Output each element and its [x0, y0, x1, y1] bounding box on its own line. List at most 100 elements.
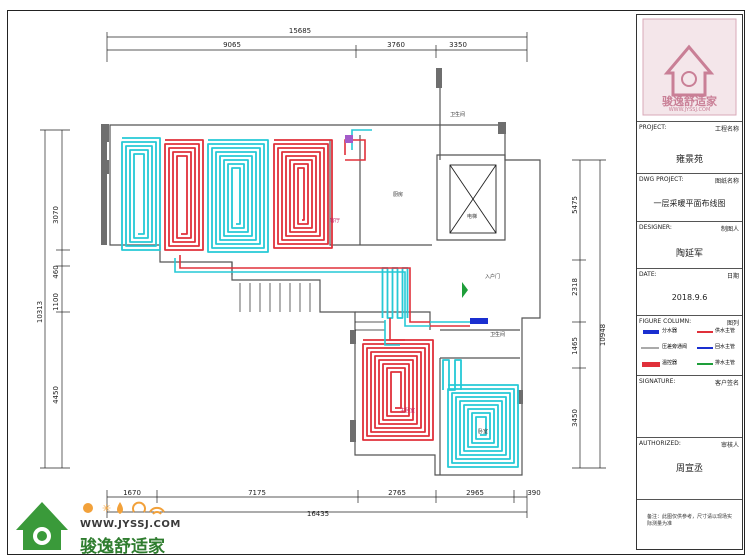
watermark: ✳ WWW.JYSSJ.COM 骏逸舒适家 — [8, 494, 193, 557]
figure-row: FIGURE COLUMN: 图列 分水器 供水主管 压差旁通阀 回水主管 温控… — [637, 315, 742, 375]
figure-label-cn: 图列 — [726, 320, 739, 327]
dim-top-3: 3350 — [449, 41, 467, 49]
dwg-label: DWG PROJECT: — [639, 176, 684, 183]
dim-bottom-4: 2965 — [466, 489, 484, 497]
authorized-value: 周宣丞 — [675, 464, 703, 474]
room-label-bath-top: 卫生间 — [450, 111, 465, 118]
room-label-bedroom: 卧室 — [478, 428, 488, 435]
elevator — [449, 164, 497, 234]
dim-bottom-5: 390 — [527, 489, 540, 497]
legend-return: 回水主管 — [715, 344, 736, 350]
authorized-row: AUTHORIZED: 审核人 — [637, 437, 742, 467]
watermark-name: 骏逸舒适家 — [80, 537, 165, 557]
legend-bypass: 压差旁通阀 — [662, 344, 688, 350]
legend-supply: 供水主管 — [715, 328, 736, 334]
room-labels: 卫生间 厨房 电梯 客厅 主卧室 卧室 入户门 卫生间 — [330, 111, 505, 435]
notes-row: 备注：此图仅供参考，尺寸请以现场实际测量为准 — [637, 499, 742, 549]
supply-lines — [174, 129, 470, 346]
designer-row: DESIGNER: 制图人 — [637, 221, 742, 251]
dimension-labels: 15685 9065 3760 3350 1670 7175 2765 2965… — [36, 27, 607, 518]
project-label: PROJECT: — [639, 124, 667, 131]
dim-right-4: 3450 — [571, 409, 579, 427]
dim-bottom-3: 2765 — [388, 489, 406, 497]
heating-loops — [121, 137, 519, 468]
dim-right-total: 10948 — [599, 324, 607, 346]
svg-text:✳: ✳ — [102, 502, 111, 515]
date-row: DATE: 日期 — [637, 268, 742, 298]
legend-manifold: 分水器 — [662, 328, 678, 334]
project-row: PROJECT: 工程名称 — [637, 121, 742, 151]
dim-left-2: 460 — [52, 265, 60, 278]
date-label-cn: 日期 — [726, 273, 739, 280]
dim-left-1: 3070 — [52, 206, 60, 224]
walls — [101, 80, 541, 476]
legend-thermostat: 温控器 — [662, 360, 678, 366]
logo-text: 骏逸舒适家 — [662, 95, 717, 108]
designer-label: DESIGNER: — [639, 224, 672, 231]
authorized-label: AUTHORIZED: — [639, 440, 681, 447]
thermostat-marker — [345, 135, 353, 143]
dim-bottom-total: 16435 — [307, 510, 329, 518]
designer-label-cn: 制图人 — [720, 226, 739, 233]
company-logo — [642, 18, 737, 116]
wall-blocks — [101, 68, 523, 442]
dim-bottom-1: 1670 — [123, 489, 141, 497]
dwg-label-cn: 图纸名称 — [714, 178, 739, 185]
date-label: DATE: — [639, 271, 657, 278]
loop-corridor — [381, 267, 409, 319]
room-label-kitchen: 厨房 — [393, 191, 403, 198]
loop-bath — [442, 359, 462, 391]
dim-top-2: 3760 — [387, 41, 405, 49]
project-label-cn: 工程名称 — [714, 126, 739, 133]
dim-left-total: 10313 — [36, 301, 44, 323]
designer-value: 陶延军 — [675, 249, 703, 259]
room-label-bath: 卫生间 — [490, 331, 505, 338]
watermark-url: WWW.JYSSJ.COM — [80, 519, 181, 530]
room-label-living: 客厅 — [330, 217, 340, 224]
dim-bottom-2: 7175 — [248, 489, 266, 497]
room-label-elevator: 电梯 — [467, 213, 477, 220]
legend-graphics — [641, 330, 713, 367]
dim-right-2: 2318 — [571, 278, 579, 296]
watermark-house-icon — [16, 502, 68, 550]
top-dimension-lines — [40, 32, 606, 518]
logo-url: WWW.JYSSJ.COM — [668, 107, 711, 113]
room-label-master: 主卧室 — [400, 407, 415, 414]
signature-label-cn: 客户签名 — [714, 380, 739, 387]
logo-panel: 骏逸舒适家 WWW.JYSSJ.COM — [637, 15, 742, 118]
signature-label: SIGNATURE: — [639, 378, 676, 385]
date-value: 2018.9.6 — [671, 293, 708, 302]
loop-dining — [273, 139, 333, 249]
figure-label: FIGURE COLUMN: — [639, 318, 692, 325]
dim-left-3: 1100 — [52, 293, 60, 311]
house-icon — [663, 44, 715, 97]
dwg-value: 一层采暖平面布线图 — [653, 199, 726, 208]
signature-row: SIGNATURE: 客户签名 — [637, 375, 742, 437]
dim-top-total: 15685 — [289, 27, 311, 35]
project-value: 雍景苑 — [675, 155, 703, 165]
loop-living-west — [121, 137, 161, 251]
dim-left-4: 4450 — [52, 386, 60, 404]
staircase — [239, 283, 385, 331]
legend-drain: 排水主管 — [715, 360, 736, 366]
notes-text: 备注：此图仅供参考，尺寸请以现场实际测量为准 — [647, 514, 733, 527]
loop-second-bedroom — [447, 384, 519, 468]
manifold — [470, 318, 488, 324]
authorized-label-cn: 审核人 — [720, 442, 739, 449]
watermark-weather-icons: ✳ — [83, 501, 165, 515]
loop-master-bedroom — [362, 339, 434, 441]
dim-right-3: 1465 — [571, 337, 579, 355]
loop-living-center — [164, 139, 204, 251]
room-label-door: 入户门 — [485, 273, 500, 280]
entry-arrow-icon — [462, 282, 468, 298]
loop-living-east — [207, 139, 269, 253]
drawing-frame — [7, 10, 745, 555]
title-block: 骏逸舒适家 WWW.JYSSJ.COM PROJECT: 工程名称 雍景苑 DW… — [636, 14, 743, 550]
legend-manifold-icon — [643, 330, 659, 334]
dim-right-1: 5475 — [571, 196, 579, 214]
dim-top-1: 9065 — [223, 41, 241, 49]
legend-thermostat-icon — [642, 362, 660, 367]
dwg-row: DWG PROJECT: 图纸名称 — [637, 173, 742, 203]
